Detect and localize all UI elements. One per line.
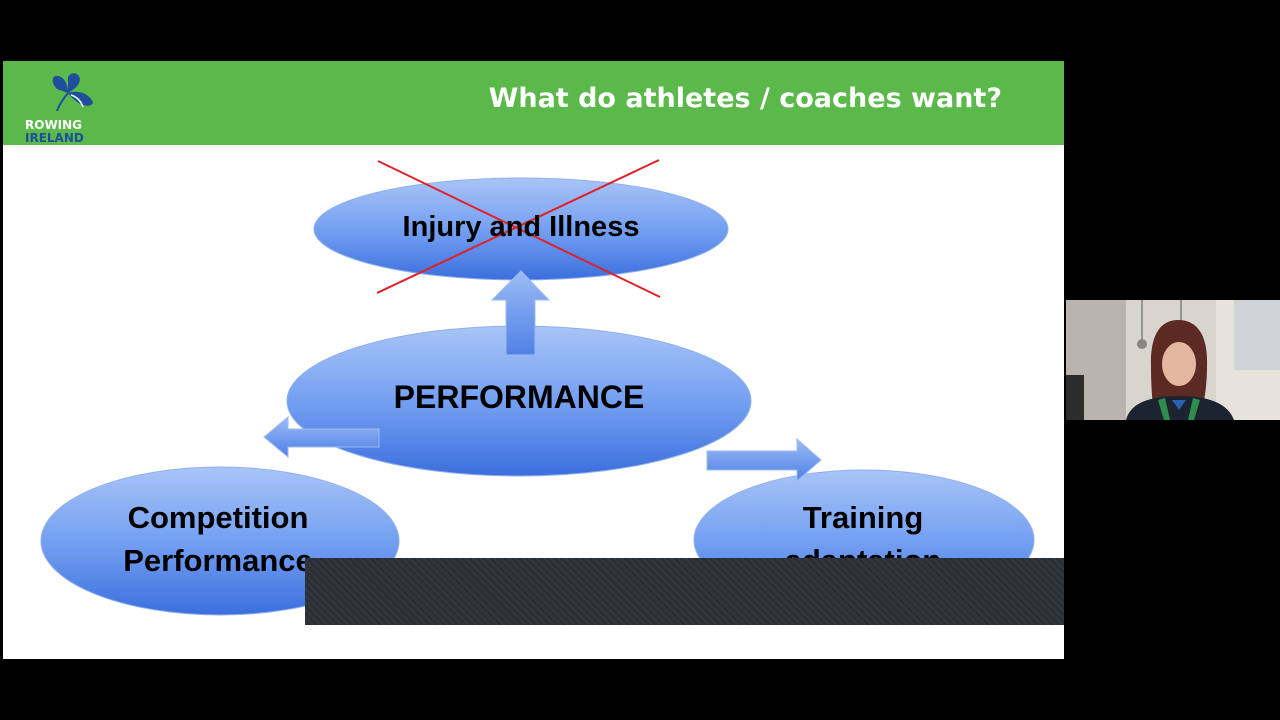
caption-overlay — [305, 558, 1064, 625]
performance-label: PERFORMANCE — [393, 379, 645, 415]
presenter-video — [1066, 300, 1280, 420]
arrow-up — [490, 270, 551, 356]
training-label-line1: Training — [802, 500, 924, 535]
logo-text-line2: IRELAND — [25, 131, 84, 145]
webcam-thumbnail[interactable] — [1066, 300, 1280, 420]
rowing-ireland-logo: ROWING IRELAND — [13, 69, 103, 145]
arrow-left — [263, 415, 380, 459]
slide-title: What do athletes / coaches want? — [488, 83, 1002, 114]
slide-header: ROWING IRELAND What do athletes / coache… — [3, 61, 1064, 145]
injury-illness-label: Injury and Illness — [402, 211, 640, 243]
logo-text-line1: ROWING — [25, 118, 83, 132]
cross-out-line-2 — [376, 159, 660, 294]
competition-label-line2: Performance — [123, 543, 313, 578]
cross-out-line-1 — [377, 160, 661, 298]
shamrock-icon — [52, 73, 93, 112]
presentation-slide: ROWING IRELAND What do athletes / coache… — [3, 61, 1064, 659]
competition-label-line1: Competition — [127, 500, 309, 535]
arrow-right — [706, 437, 822, 483]
